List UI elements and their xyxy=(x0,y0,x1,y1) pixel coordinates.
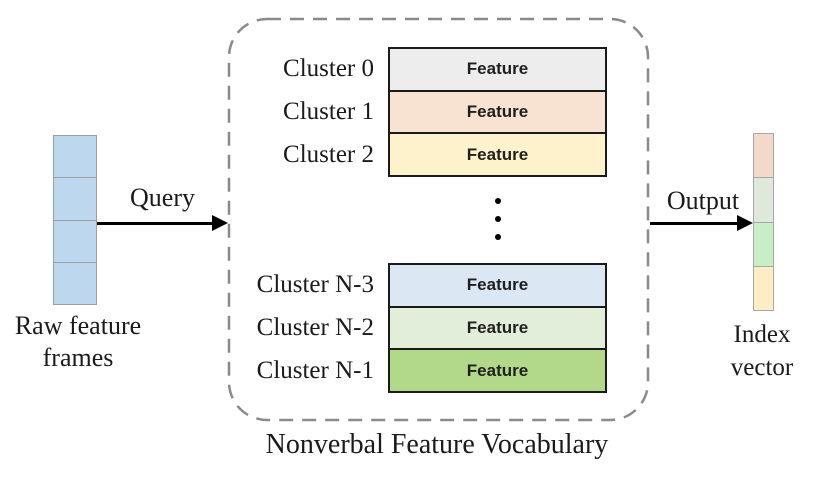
raw-feature-frames-stack xyxy=(53,135,97,305)
cluster-n1-feature-box: Feature xyxy=(388,348,607,394)
ellipsis-dot xyxy=(495,216,501,222)
index-vector-segment xyxy=(754,265,773,310)
output-arrow-label: Output xyxy=(666,186,740,215)
index-vector-segment xyxy=(754,177,773,222)
top-cluster-labels: Cluster 0 Cluster 1 Cluster 2 xyxy=(227,47,381,177)
query-arrow-head-icon xyxy=(212,215,228,231)
raw-label-line1: Raw feature xyxy=(14,311,142,340)
cluster-n2-label: Cluster N-2 xyxy=(256,313,374,341)
raw-frame-cell xyxy=(54,219,96,262)
cluster-2-label: Cluster 2 xyxy=(283,141,374,169)
cluster-n2-feature-box: Feature xyxy=(388,305,607,351)
raw-label-line2: frames xyxy=(42,343,114,372)
vocabulary-title: Nonverbal Feature Vocabulary xyxy=(265,429,609,460)
index-vector-segment xyxy=(754,134,773,178)
cluster-n3-feature-box: Feature xyxy=(388,263,607,308)
cluster-1-feature-box: Feature xyxy=(388,89,607,135)
bottom-cluster-labels: Cluster N-3 Cluster N-2 Cluster N-1 xyxy=(227,263,381,393)
index-vector-label: Index vector xyxy=(710,318,814,384)
top-feature-boxes: Feature Feature Feature xyxy=(388,47,607,178)
ellipsis-dot xyxy=(495,198,501,204)
index-label-line2: vector xyxy=(730,354,794,381)
raw-feature-frames-label: Raw feature frames xyxy=(0,310,156,374)
raw-frame-cell xyxy=(54,136,96,178)
cluster-n1-label: Cluster N-1 xyxy=(256,357,374,385)
raw-frame-cell xyxy=(54,177,96,220)
cluster-0-label: Cluster 0 xyxy=(283,54,374,82)
query-arrow-label: Query xyxy=(130,183,195,212)
cluster-1-label: Cluster 1 xyxy=(283,97,374,125)
bottom-feature-boxes: Feature Feature Feature xyxy=(388,263,607,394)
query-arrow-line xyxy=(97,222,213,225)
raw-frame-cell xyxy=(54,261,96,304)
index-vector-segment xyxy=(754,221,773,266)
output-arrow-head-icon xyxy=(737,215,753,231)
ellipsis-dot xyxy=(495,234,501,240)
cluster-2-feature-box: Feature xyxy=(388,132,607,178)
index-vector xyxy=(753,133,774,311)
vertical-ellipsis-icon xyxy=(494,198,502,240)
index-label-line1: Index xyxy=(733,321,791,348)
output-arrow-line xyxy=(650,222,739,225)
cluster-0-feature-box: Feature xyxy=(388,47,607,92)
vocabulary-dashed-border xyxy=(227,17,650,422)
cluster-n3-label: Cluster N-3 xyxy=(256,270,374,298)
